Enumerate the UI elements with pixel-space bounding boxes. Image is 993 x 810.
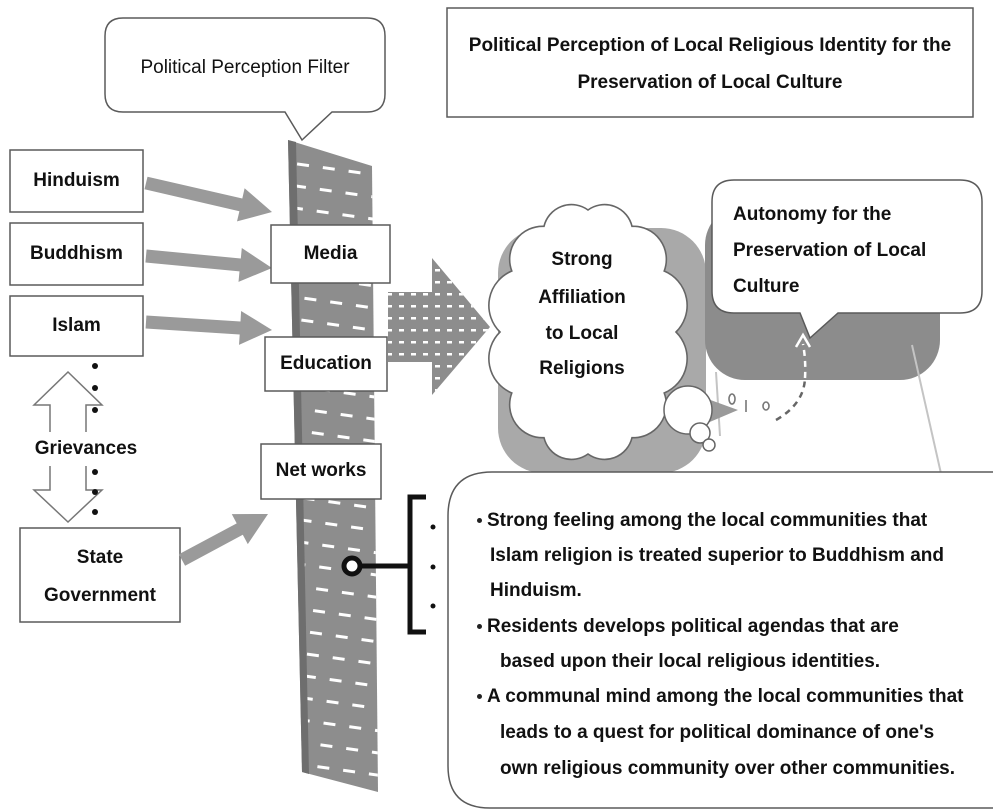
dot <box>92 363 98 369</box>
cloud-line-1: Strong <box>551 249 613 270</box>
background-figure-marks <box>728 393 770 412</box>
state-government-arrow <box>178 514 268 566</box>
islam-label: Islam <box>52 315 101 336</box>
filter-speech-bubble <box>104 17 386 142</box>
grievances-label: Grievances <box>34 438 138 459</box>
hinduism-label: Hinduism <box>33 170 120 191</box>
networks-connector <box>341 494 436 635</box>
islam-box <box>9 295 144 357</box>
media-label: Media <box>303 243 358 264</box>
outcome-3-line-1: A communal mind among the local communit… <box>487 686 964 707</box>
bracket-dot <box>430 603 436 609</box>
bullet-dot <box>477 518 482 523</box>
outcome-3-line-3: own religious community over other commu… <box>500 758 956 779</box>
thought-wedge <box>705 398 738 424</box>
outcome-1-line-2: Islam religion is treated superior to Bu… <box>490 545 944 566</box>
networks-label: Net works <box>275 460 367 481</box>
autonomy-speech-bubble <box>711 179 983 340</box>
islam-arrow <box>145 311 272 345</box>
buddhism-label: Buddhism <box>30 243 123 264</box>
connector-bracket <box>407 494 426 635</box>
autonomy-line-3: Culture <box>733 276 800 297</box>
dashed-path-lower <box>775 377 807 422</box>
buddhism-arrow <box>145 248 272 282</box>
outcome-1-line-1: Strong feeling among the local communiti… <box>487 510 928 531</box>
filter-bubble-label: Political Perception Filter <box>140 57 350 78</box>
dashed-path-upper <box>801 343 807 379</box>
dashed-arrowhead <box>794 332 812 348</box>
thought-bubble-large <box>663 385 713 435</box>
connector-node <box>341 555 363 577</box>
bracket-dot <box>430 524 436 530</box>
mark-circle-right <box>762 401 770 411</box>
education-box <box>264 336 388 392</box>
dot <box>92 489 98 495</box>
thought-bubble-medium <box>689 422 711 444</box>
autonomy-line-1: Autonomy for the <box>733 204 892 225</box>
bullet-dot <box>477 624 482 629</box>
outcome-3-line-2: leads to a quest for political dominance… <box>500 722 935 743</box>
grievances-down-arrow <box>32 466 104 524</box>
cloud-line-4: Religions <box>539 358 625 379</box>
affiliation-cloud <box>488 203 688 461</box>
cloud-line-3: to Local <box>545 323 619 344</box>
hinduism-arrow <box>144 176 272 222</box>
outcomes-box <box>447 471 993 809</box>
outcome-2-line-1: Residents develops political agendas tha… <box>487 616 899 637</box>
dot <box>92 469 98 475</box>
state-government-line-1: State <box>76 547 124 568</box>
dot <box>92 385 98 391</box>
hinduism-box <box>9 149 144 213</box>
autonomy-line-2: Preservation of Local <box>733 240 927 261</box>
block-arrow-texture <box>388 258 490 395</box>
continuation-dots <box>92 363 98 515</box>
input-arrows <box>144 176 272 566</box>
grievances-up-arrow <box>32 370 104 432</box>
media-box <box>270 224 391 284</box>
state-government-box <box>19 527 181 623</box>
mark-circle-left <box>728 393 736 405</box>
title-box <box>446 7 974 118</box>
state-government-line-2: Government <box>44 585 156 606</box>
education-label: Education <box>280 353 372 374</box>
buddhism-box <box>9 222 144 286</box>
bracket-dot <box>430 564 436 570</box>
thought-bubble-small <box>702 438 716 452</box>
cloud-line-2: Affiliation <box>538 287 626 308</box>
outcome-1-line-3: Hinduism. <box>490 580 582 601</box>
outcome-2-line-2: based upon their local religious identit… <box>500 651 881 672</box>
dot <box>92 407 98 413</box>
title-line-2: Preservation of Local Culture <box>577 72 843 93</box>
dot <box>92 509 98 515</box>
bullet-dot <box>477 694 482 699</box>
title-line-1: Political Perception of Local Religious … <box>468 35 952 56</box>
networks-box <box>260 443 382 500</box>
